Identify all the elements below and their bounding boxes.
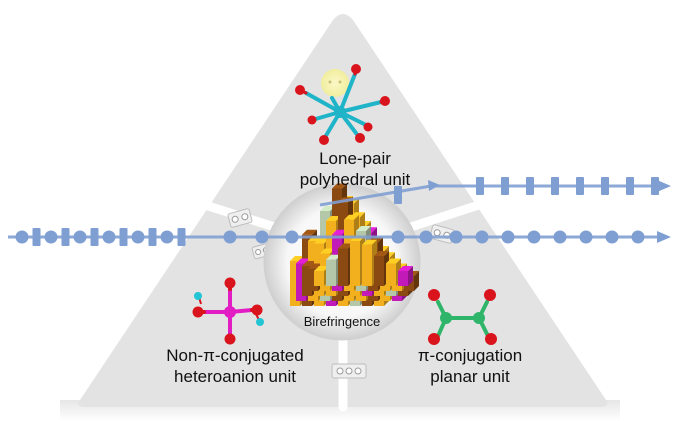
polarization-bar	[119, 228, 128, 246]
bar-prism	[398, 266, 413, 286]
polarization-dot	[475, 230, 489, 244]
beam-polarization-marks	[15, 177, 659, 246]
lone-pair-polyhedron-icon	[295, 64, 390, 145]
planar-unit-label-line2: planar unit	[430, 367, 510, 386]
polarization-bar	[394, 186, 402, 204]
polarization-bar	[61, 228, 70, 246]
polarization-dot	[131, 230, 145, 244]
polarization-dot	[631, 230, 645, 244]
polarization-dot	[160, 230, 174, 244]
polarization-bar	[576, 177, 584, 195]
heteroanion-unit-label-line1: Non-π-conjugated	[166, 346, 304, 365]
polarization-bar	[32, 228, 41, 246]
polarization-bar	[551, 177, 559, 195]
polarization-dot	[44, 230, 58, 244]
polarization-dot	[285, 230, 299, 244]
lone-pair-unit-label-line1: Lone-pair	[319, 149, 391, 168]
polarization-bar	[626, 177, 634, 195]
polarization-dot	[15, 230, 29, 244]
polarization-bar	[526, 177, 534, 195]
polarization-dot	[255, 230, 269, 244]
polarization-dot	[102, 230, 116, 244]
polarization-dot	[579, 230, 593, 244]
birefringence-label: Birefringence	[303, 314, 381, 329]
heteroanion-unit-label-line2: heteroanion unit	[174, 367, 296, 386]
planar-unit-label: π-conjugation planar unit	[400, 345, 540, 387]
heteroanion-tetrahedron-icon	[192, 277, 264, 345]
planar-pi-molecule-icon	[428, 289, 497, 345]
light-beam-refracted	[319, 180, 671, 207]
polarization-dot	[553, 230, 567, 244]
polarization-bar	[651, 177, 659, 195]
polarization-bar	[476, 177, 484, 195]
birefringence-bar-cluster	[290, 183, 419, 306]
connector-top-left	[227, 208, 253, 228]
polarization-bar	[148, 228, 157, 246]
polarization-bar	[90, 228, 99, 246]
polarization-dot	[73, 230, 87, 244]
connector-bottom	[331, 363, 367, 379]
polarization-dot	[501, 230, 515, 244]
polarization-bar	[501, 177, 509, 195]
polarization-dot	[391, 230, 405, 244]
light-beam-horizontal	[8, 231, 671, 243]
lone-pair-unit-label: Lone-pair polyhedral unit	[285, 148, 425, 190]
polarization-dot	[449, 230, 463, 244]
polarization-bar	[177, 228, 186, 246]
polarization-dot	[527, 230, 541, 244]
polarization-bar	[601, 177, 609, 195]
planar-unit-label-line1: π-conjugation	[417, 346, 523, 365]
lone-pair-unit-label-line2: polyhedral unit	[299, 170, 411, 189]
polarization-dot	[605, 230, 619, 244]
heteroanion-unit-label: Non-π-conjugated heteroanion unit	[150, 345, 320, 387]
polarization-dot	[419, 230, 433, 244]
polarization-dot	[223, 230, 237, 244]
